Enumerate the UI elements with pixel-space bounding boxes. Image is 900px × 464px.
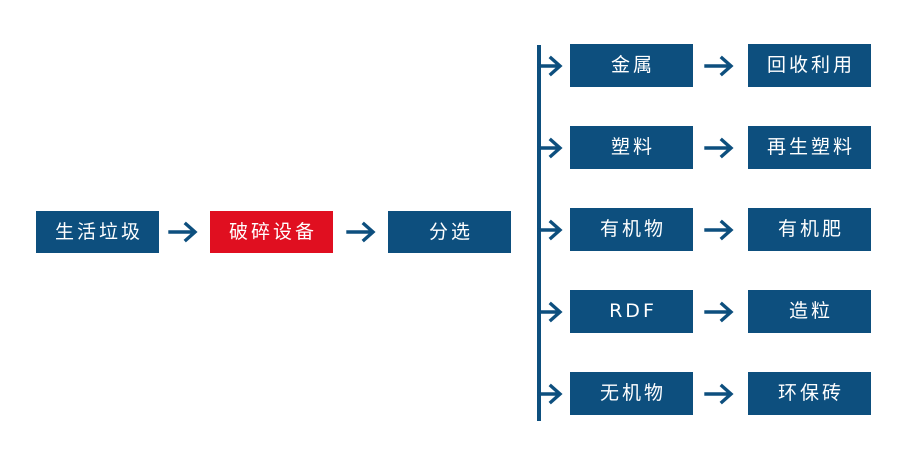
arrow-right-icon-inorganic-to-product — [698, 372, 744, 415]
node-material-plastic[interactable]: 塑料 — [570, 126, 693, 169]
node-label: 无机物 — [599, 382, 666, 404]
node-material-inorganic[interactable]: 无机物 — [570, 372, 693, 415]
node-label: RDF — [609, 300, 657, 322]
arrow-right-icon-shredder-to-sorting — [339, 211, 386, 253]
node-product-recycled-plastic[interactable]: 再生塑料 — [748, 126, 871, 169]
arrow-right-icon-organic-to-product — [698, 208, 744, 251]
arrow-right-icon-metal-to-product — [698, 44, 744, 87]
node-label: 再生塑料 — [766, 136, 855, 158]
node-label: 回收利用 — [766, 54, 855, 76]
arrow-right-icon-branch-organic — [537, 208, 567, 251]
arrow-right-icon-branch-rdf — [537, 290, 567, 333]
arrow-right-icon-branch-inorganic — [537, 372, 567, 415]
arrow-right-icon-plastic-to-product — [698, 126, 744, 169]
arrow-right-icon-input-to-shredder — [161, 211, 208, 253]
node-label: 塑料 — [610, 136, 655, 158]
node-sorting[interactable]: 分选 — [388, 211, 511, 253]
node-label: 环保砖 — [777, 382, 844, 404]
node-label: 有机肥 — [777, 218, 844, 240]
arrow-right-icon-branch-plastic — [537, 126, 567, 169]
node-label: 破碎设备 — [228, 220, 317, 243]
node-material-metal[interactable]: 金属 — [570, 44, 693, 87]
node-input-waste[interactable]: 生活垃圾 — [36, 211, 159, 253]
node-product-recycling[interactable]: 回收利用 — [748, 44, 871, 87]
node-material-organic[interactable]: 有机物 — [570, 208, 693, 251]
node-product-organic-fertilizer[interactable]: 有机肥 — [748, 208, 871, 251]
node-label: 金属 — [610, 54, 655, 76]
node-label: 分选 — [428, 220, 473, 243]
node-material-rdf[interactable]: RDF — [570, 290, 693, 333]
node-product-granulation[interactable]: 造粒 — [748, 290, 871, 333]
node-product-eco-brick[interactable]: 环保砖 — [748, 372, 871, 415]
node-label: 生活垃圾 — [54, 220, 143, 243]
arrow-right-icon-branch-metal — [537, 44, 567, 87]
branch-trunk-line — [537, 45, 541, 421]
node-label: 造粒 — [788, 300, 833, 322]
node-label: 有机物 — [599, 218, 666, 240]
node-shredder-equipment[interactable]: 破碎设备 — [210, 211, 333, 253]
arrow-right-icon-rdf-to-product — [698, 290, 744, 333]
